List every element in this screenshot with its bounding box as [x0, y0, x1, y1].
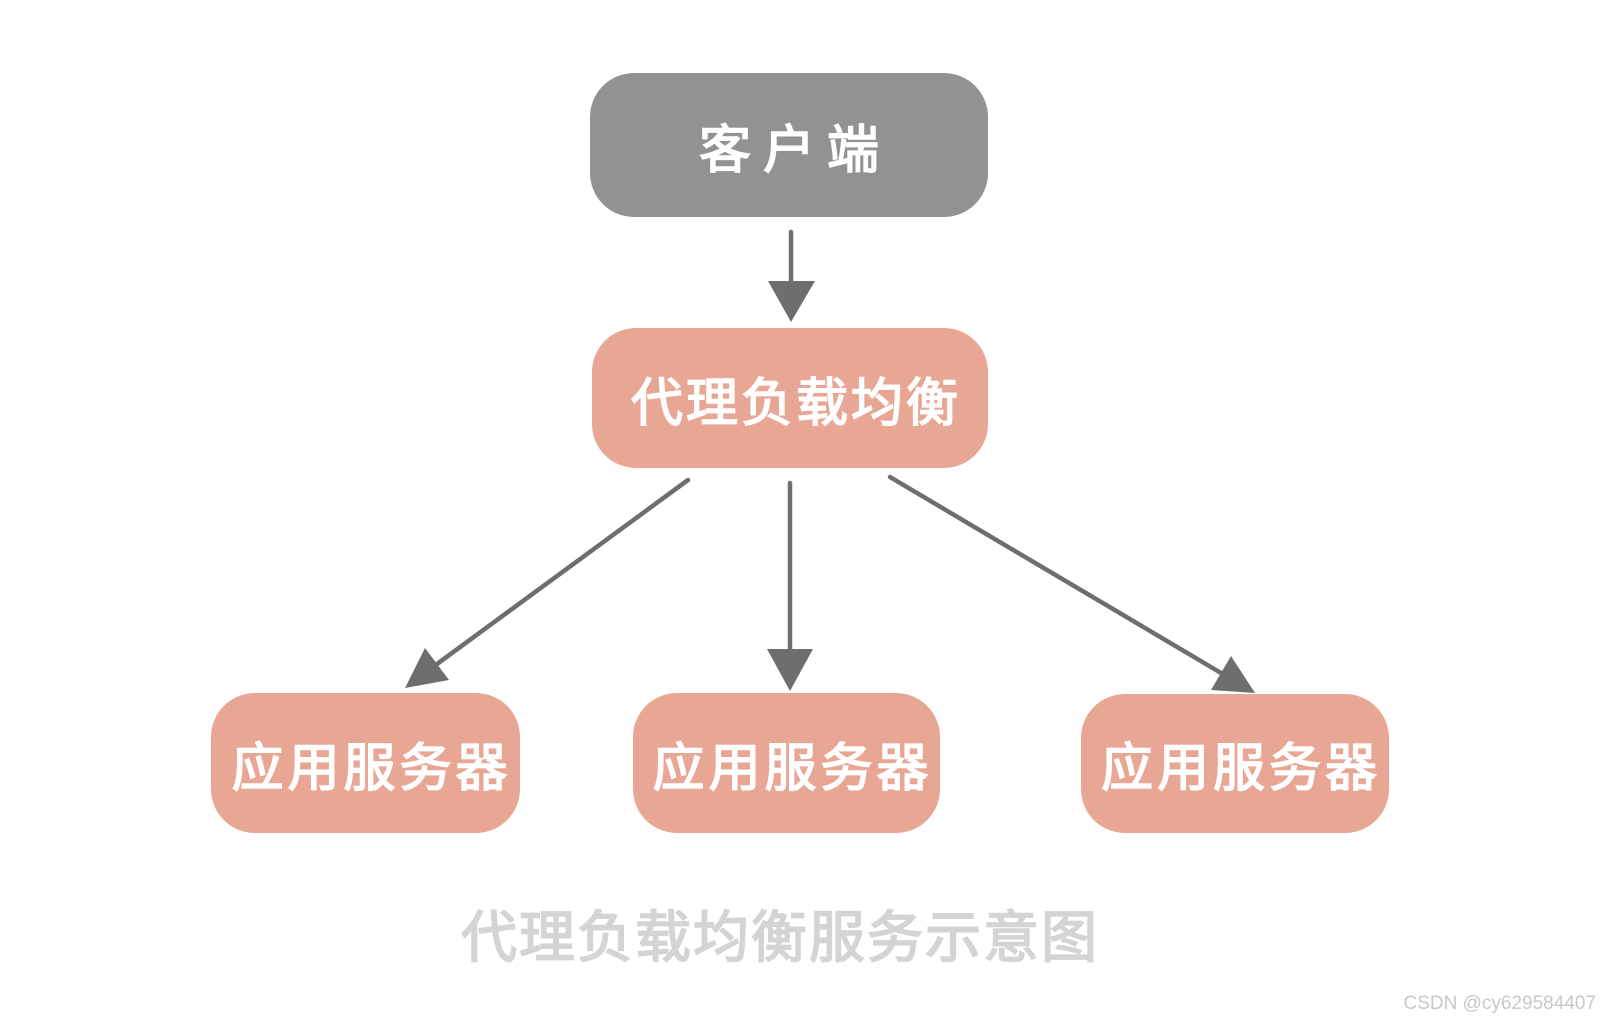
node-app-server-3-label: 应用服务器 [1100, 739, 1381, 799]
node-app-server-1: 应用服务器 [211, 693, 520, 833]
node-app-server-2: 应用服务器 [633, 693, 940, 833]
arrow-load-balancer-to-app-server-2 [767, 480, 813, 691]
node-client-label: 客户端 [698, 120, 891, 181]
arrow-load-balancer-to-app-server-3 [887, 474, 1255, 693]
node-load-balancer-label: 代理负载均衡 [630, 373, 961, 434]
diagram-caption: 代理负载均衡服务示意图 [461, 906, 1099, 971]
node-load-balancer: 代理负载均衡 [592, 328, 988, 468]
node-app-server-2-label: 应用服务器 [652, 738, 933, 799]
node-app-server-1-label: 应用服务器 [231, 738, 512, 799]
node-app-server-3: 应用服务器 [1081, 694, 1389, 833]
arrow-load-balancer-to-app-server-1 [405, 477, 691, 688]
watermark-text: CSDN @cy629584407 [1403, 993, 1596, 1014]
arrow-client-to-load-balancer [768, 229, 815, 322]
node-client: 客户端 [590, 73, 988, 217]
